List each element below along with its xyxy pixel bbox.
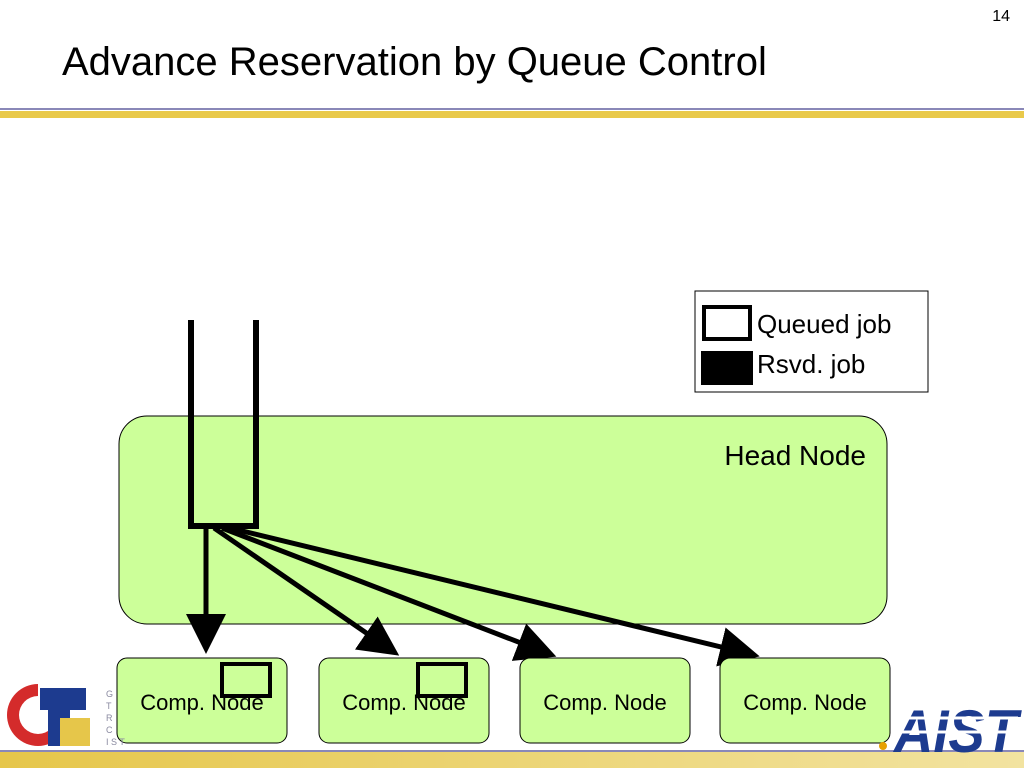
head-node-box [118, 415, 888, 625]
gtrc-letter: R [106, 713, 113, 723]
compute-node-1: Comp. Node [116, 657, 288, 744]
arrow-to-node-3 [221, 525, 557, 661]
footer-bar [0, 752, 1024, 768]
gtrc-letter: T [106, 701, 112, 711]
title-rule [0, 108, 1024, 118]
compute-node-3: Comp. Node [519, 657, 691, 744]
compute-node-label: Comp. Node [140, 690, 264, 715]
legend: Queued job Rsvd. job [694, 290, 929, 393]
gtrc-letter: C [106, 725, 113, 735]
queued-job-marker [220, 662, 272, 698]
svg-text:AIST: AIST [892, 698, 1022, 758]
compute-node-label: Comp. Node [543, 690, 667, 715]
page-number: 14 [992, 8, 1010, 25]
slide-title: Advance Reservation by Queue Control [62, 40, 767, 84]
compute-node-4: Comp. Node [719, 657, 891, 744]
aist-logo-icon: AIST [879, 698, 1022, 758]
dispatch-arrows [186, 525, 760, 667]
gtrc-tail: I S T [106, 737, 125, 747]
legend-reserved-swatch [701, 351, 753, 385]
arrow-to-node-4 [229, 525, 760, 667]
gtrc-logo-text: G T R C I S T [106, 688, 125, 748]
footer-rule [0, 750, 1024, 752]
gtrc-logo-icon [7, 684, 90, 746]
legend-queued-swatch [702, 305, 752, 341]
compute-node-label: Comp. Node [342, 690, 466, 715]
arrow-to-node-2 [212, 525, 400, 656]
queued-job-marker [416, 662, 468, 698]
compute-node-label: Comp. Node [743, 690, 867, 715]
legend-reserved-label: Rsvd. job [757, 349, 865, 379]
gtrc-letter: G [106, 689, 114, 699]
legend-queued-label: Queued job [757, 309, 891, 339]
compute-node-2: Comp. Node [318, 657, 490, 744]
head-node-label: Head Node [724, 440, 866, 471]
